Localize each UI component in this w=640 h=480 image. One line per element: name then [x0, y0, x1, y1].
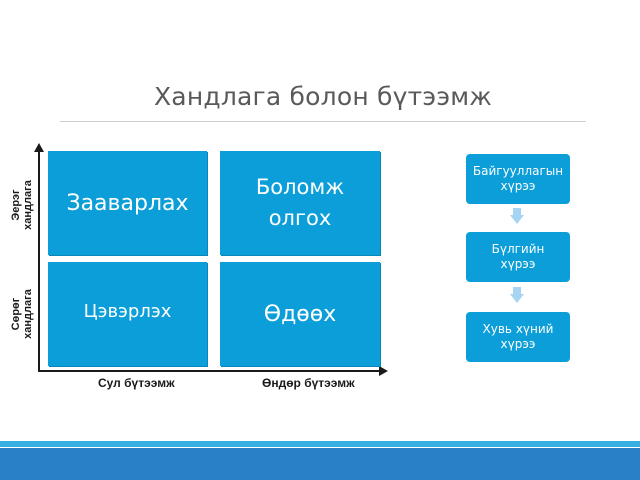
y-label-positive: Эерэг хандлага	[10, 180, 34, 230]
y-label-negative: Сөрөг хандлага	[10, 289, 34, 339]
title-divider	[60, 121, 586, 122]
flow-step-label: Байгууллагын хүрээ	[472, 164, 564, 193]
x-axis-arrow-icon	[379, 366, 388, 376]
quadrant-bottom-left: Цэвэрлэх	[48, 262, 207, 366]
slide-title: Хандлага болон бүтээмж	[153, 82, 493, 111]
quadrant-label: Өдөөх	[263, 301, 337, 327]
flow-step-individual: Хувь хүний хүрээ	[466, 312, 570, 362]
y-axis-line	[38, 150, 40, 372]
flow-step-label: Хувь хүний хүрээ	[482, 322, 554, 351]
quadrant-label: Боломж олгох	[255, 175, 345, 230]
footer-accent-line	[0, 441, 640, 447]
quadrant-bottom-right: Өдөөх	[220, 262, 380, 366]
x-label-high: Өндөр бүтээмж	[262, 376, 355, 390]
flow-step-organization: Байгууллагын хүрээ	[466, 154, 570, 204]
down-arrow-icon	[510, 208, 524, 224]
quadrant-label: Зааварлах	[66, 190, 189, 216]
footer-band	[0, 448, 640, 480]
x-label-low: Сул бүтээмж	[98, 376, 175, 390]
flow-step-group: Бүлгийн хүрээ	[466, 232, 570, 282]
x-axis-line	[38, 370, 380, 372]
quadrant-top-right: Боломж олгох	[220, 151, 380, 255]
quadrant-top-left: Зааварлах	[48, 151, 207, 255]
down-arrow-icon	[510, 287, 524, 303]
y-axis-arrow-icon	[34, 143, 44, 152]
quadrant-label: Цэвэрлэх	[83, 300, 172, 322]
flow-step-label: Бүлгийн хүрээ	[491, 242, 545, 271]
